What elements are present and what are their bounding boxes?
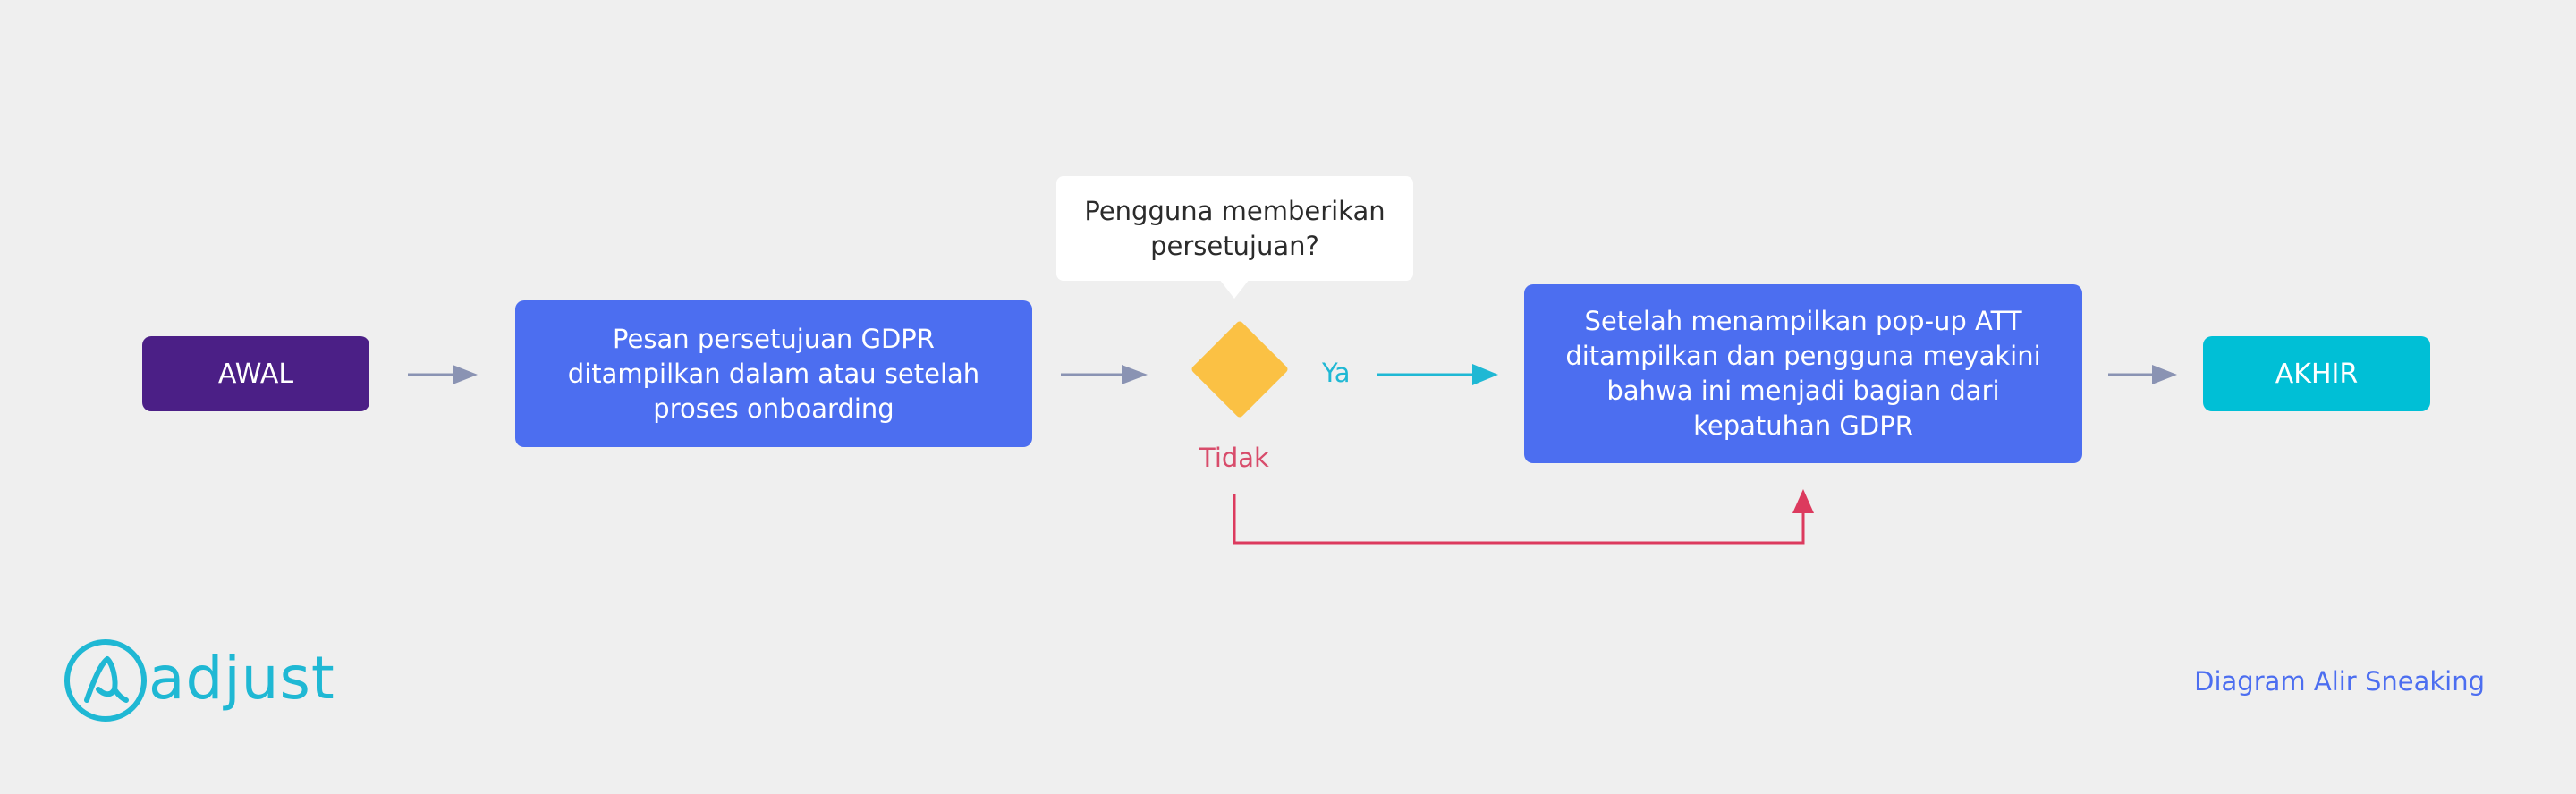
arrow-yes-to-step2	[1377, 364, 1498, 385]
start-node: AWAL	[142, 336, 369, 411]
end-node: AKHIR	[2203, 336, 2430, 411]
decision-question-label: Pengguna memberikan persetujuan?	[1084, 195, 1385, 261]
decision-question-callout: Pengguna memberikan persetujuan?	[1056, 176, 1413, 281]
gdpr-consent-step: Pesan persetujuan GDPR ditampilkan dalam…	[515, 300, 1032, 447]
adjust-logo-wordmark: adjust	[148, 644, 335, 713]
att-popup-step: Setelah menampilkan pop-up ATT ditampilk…	[1524, 284, 2082, 463]
arrow-step1-to-decision	[1061, 365, 1148, 384]
arrow-no-loop-to-step2	[1233, 489, 1814, 545]
adjust-logo-icon	[64, 639, 147, 722]
no-branch-label: Tidak	[1199, 443, 1269, 473]
arrow-step2-to-end	[2108, 365, 2177, 384]
arrow-start-to-step1	[408, 365, 478, 384]
att-popup-step-label: Setelah menampilkan pop-up ATT ditampilk…	[1565, 306, 2041, 441]
adjust-logo: adjust	[63, 636, 340, 725]
start-label: AWAL	[217, 358, 294, 390]
end-label: AKHIR	[2275, 358, 2359, 390]
yes-branch-label: Ya	[1322, 358, 1351, 388]
callout-pointer	[1219, 279, 1250, 299]
diagram-title: Diagram Alir Sneaking	[2194, 666, 2485, 697]
gdpr-consent-step-label: Pesan persetujuan GDPR ditampilkan dalam…	[567, 323, 980, 424]
